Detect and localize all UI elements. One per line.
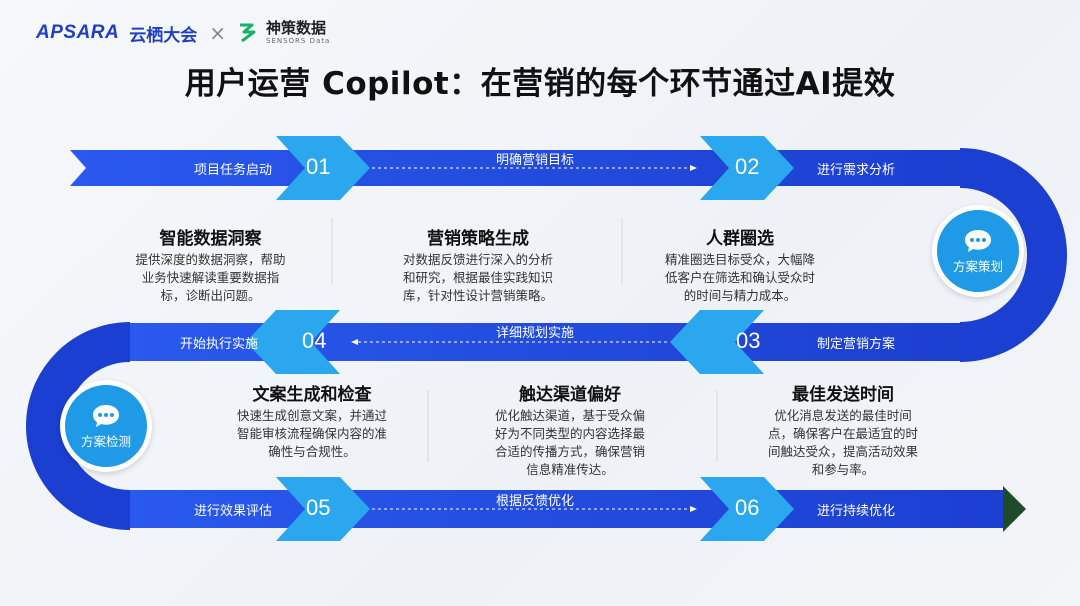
road-curve-left (26, 322, 131, 530)
step-04: 04 (302, 328, 327, 353)
badge-check: 方案检测 (60, 380, 152, 472)
card-copywriting: 文案生成和检查 快速生成创意文案，并通过智能审核流程确保内容的准确性与合规性。 (212, 380, 412, 461)
dash-row2-arrow (351, 339, 358, 345)
card-data-insight: 智能数据洞察 提供深度的数据洞察，帮助业务快速解读重要数据指标，诊断出问题。 (108, 224, 313, 305)
row1-start-label: 项目任务启动 (194, 163, 273, 178)
card-desc: 快速生成创意文案，并通过智能审核流程确保内容的准确性与合规性。 (236, 408, 387, 459)
row2-start-label: 开始执行实施 (180, 337, 259, 352)
card-desc: 优化消息发送的最佳时间点，确保客户在最适宜的时间触达受众，提高活动效果和参与率。 (767, 408, 918, 477)
step-05: 05 (306, 495, 331, 520)
step-02: 02 (735, 154, 760, 179)
times-sign: × (209, 21, 226, 45)
card-send-time: 最佳发送时间 优化消息发送的最佳时间点，确保客户在最适宜的时间触达受众，提高活动… (748, 380, 938, 479)
header-logo: APSARA 云栖大会 × 神策数据 SENSORS Data (36, 20, 330, 46)
chevron-01 (276, 136, 370, 200)
row2-end-label: 制定营销方案 (817, 337, 896, 352)
row1-mid-label: 明确营销目标 (496, 153, 575, 168)
card-desc: 优化触达渠道，基于受众偏好为不同类型的内容选择最合适的传播方式，确保营销信息精准… (494, 408, 645, 477)
chevron-03 (670, 310, 764, 374)
yunqi-logo-text: 云栖大会 (129, 25, 198, 46)
badge-plan-label: 方案策划 (952, 258, 1003, 274)
card-title: 智能数据洞察 (159, 229, 262, 249)
chat-bubble-icon (93, 404, 119, 427)
chevron-04 (246, 310, 340, 374)
sensors-logo-text: 神策数据 SENSORS Data (266, 21, 330, 45)
page-title: 用户运营 Copilot：在营销的每个环节通过AI提效 (184, 66, 896, 102)
step-06: 06 (735, 495, 760, 520)
card-desc: 对数据反馈进行深入的分析和研究，根据最佳实践知识库，针对性设计营销策略。 (402, 252, 553, 303)
card-title: 营销策略生成 (427, 229, 529, 249)
row3-end-label: 进行持续优化 (817, 504, 896, 519)
step-01: 01 (306, 154, 331, 179)
row3-start-label: 进行效果评估 (194, 504, 273, 519)
step-03: 03 (736, 328, 761, 353)
sensors-logo-icon (240, 23, 256, 43)
card-audience: 人群圈选 精准圈选目标受众，大幅降低客户在筛选和确认受众时的时间与精力成本。 (645, 224, 835, 305)
card-desc: 提供深度的数据洞察，帮助业务快速解读重要数据指标，诊断出问题。 (135, 252, 286, 303)
sensors-cn: 神策数据 (266, 19, 327, 37)
card-title: 触达渠道偏好 (519, 385, 621, 405)
row3-mid-label: 根据反馈优化 (496, 494, 575, 509)
dash-row1-arrow (690, 165, 697, 171)
row2-mid-label: 详细规划实施 (496, 326, 575, 341)
badge-check-label: 方案检测 (80, 433, 131, 449)
chat-bubble-icon (965, 229, 991, 252)
row1-end-label: 进行需求分析 (817, 163, 896, 178)
sensors-en: SENSORS Data (266, 37, 331, 45)
card-title: 文案生成和检查 (252, 385, 372, 405)
card-channel: 触达渠道偏好 优化触达渠道，基于受众偏好为不同类型的内容选择最合适的传播方式，确… (470, 380, 670, 479)
chevron-02 (700, 136, 794, 200)
chevron-06 (700, 477, 794, 541)
card-strategy: 营销策略生成 对数据反馈进行深入的分析和研究，根据最佳实践知识库，针对性设计营销… (378, 224, 578, 305)
card-desc: 精准圈选目标受众，大幅降低客户在筛选和确认受众时的时间与精力成本。 (664, 252, 815, 303)
end-arrow (1003, 486, 1026, 532)
dash-row3-arrow (690, 506, 697, 512)
badge-plan: 方案策划 (932, 205, 1024, 297)
card-title: 人群圈选 (706, 229, 774, 249)
chevron-05 (276, 477, 370, 541)
road-curve-right (959, 148, 1067, 362)
apsara-logo: APSARA (36, 22, 120, 43)
card-title: 最佳发送时间 (792, 385, 894, 405)
